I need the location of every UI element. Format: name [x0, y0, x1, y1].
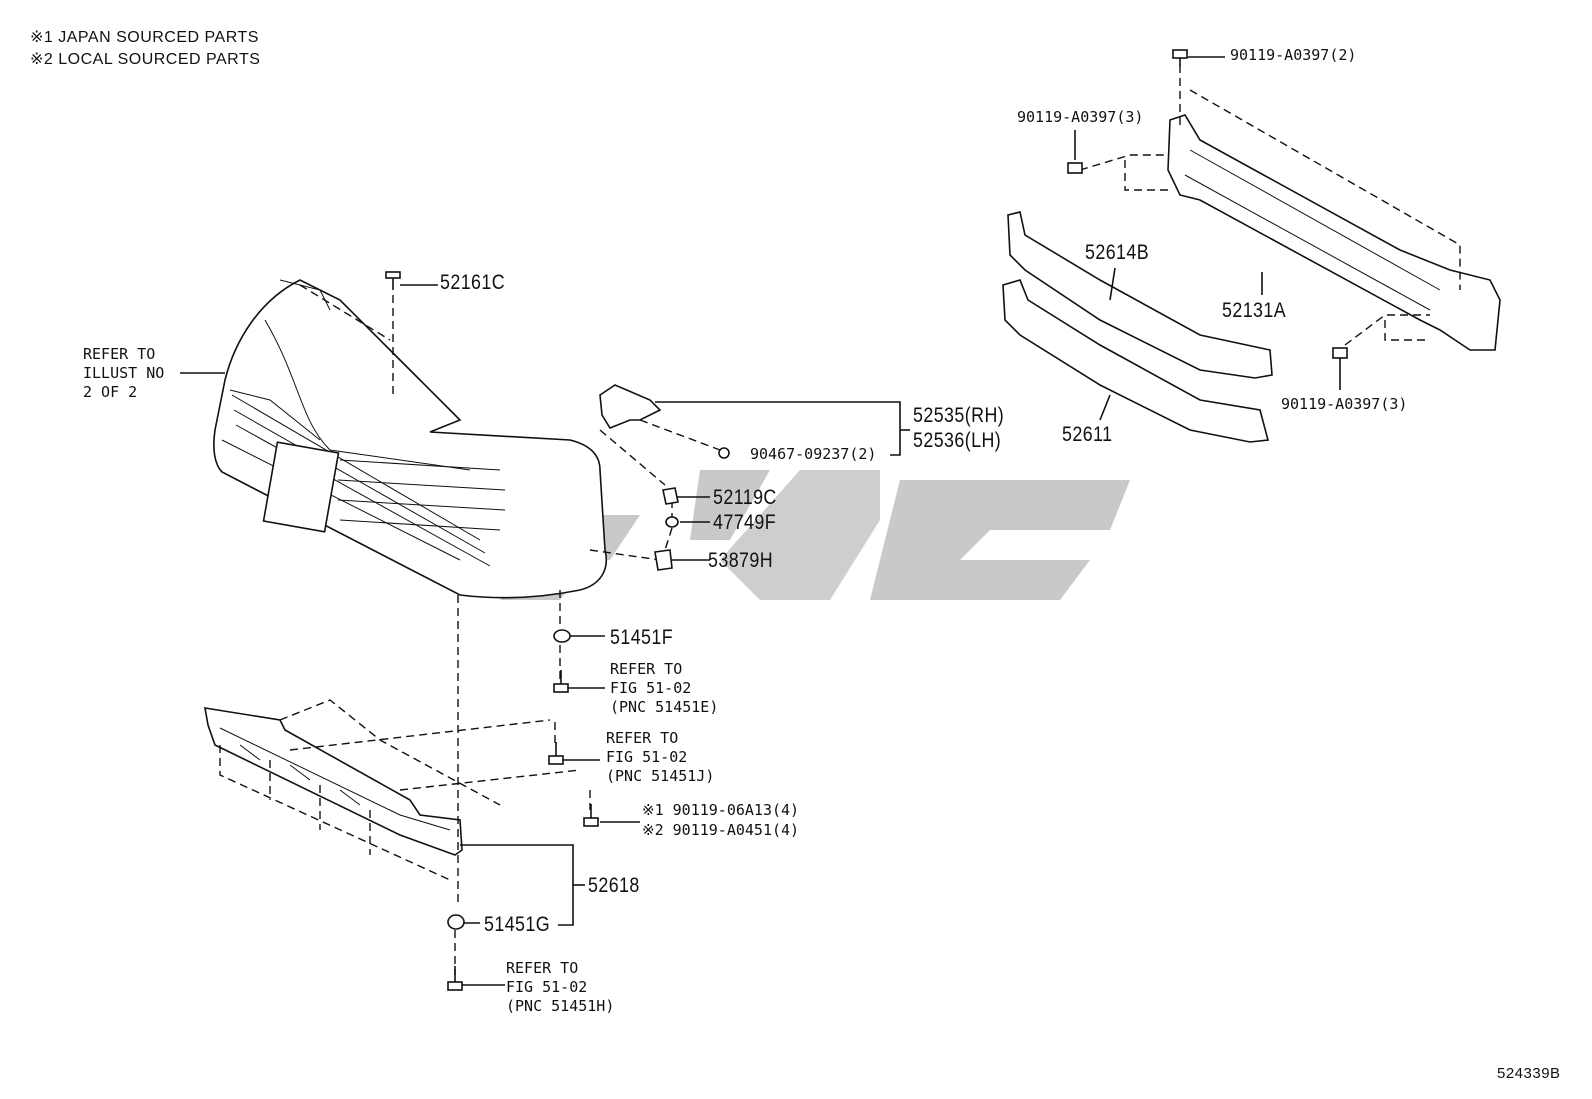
bolt-icon: [385, 271, 401, 290]
part-label-90119-A0397-left: 90119-A0397(3): [1017, 108, 1144, 126]
note-japan-sourced: ※1 JAPAN SOURCED PARTS: [30, 29, 259, 46]
clip-icon: [447, 914, 465, 930]
bumper-retainer: [1002, 279, 1270, 443]
part-label-90119-A0451: ※2 90119-A0451(4): [642, 821, 800, 839]
bumper-cover: [213, 279, 607, 599]
part-label-52161C: 52161C: [440, 271, 506, 294]
illustration-id: 524339B: [1497, 1065, 1561, 1082]
retainer-clip-icon: [654, 549, 673, 571]
screw-icon: [583, 804, 599, 827]
refer-illust-note: REFER TO ILLUST NO 2 OF 2: [83, 345, 165, 401]
engine-under-cover: [204, 707, 463, 856]
part-label-53879H: 53879H: [708, 549, 774, 572]
bolt-icon: [1332, 347, 1348, 359]
refer-fig-51451J: REFER TO FIG 51-02 (PNC 51451J): [606, 729, 715, 785]
bolt-icon: [1067, 162, 1083, 174]
part-label-90119-A0397-right: 90119-A0397(3): [1281, 395, 1408, 413]
part-label-52119C: 52119C: [713, 486, 777, 509]
bumper-reinforcement: [1167, 114, 1501, 351]
refer-fig-51451E: REFER TO FIG 51-02 (PNC 51451E): [610, 660, 719, 716]
part-label-52536: 52536(LH): [913, 429, 1002, 452]
clip-icon: [718, 447, 730, 459]
leader-lines: [180, 56, 1461, 986]
screw-icon: [548, 742, 564, 765]
bolt-icon: [1172, 49, 1188, 66]
screw-icon: [553, 670, 569, 693]
part-label-52618: 52618: [588, 874, 640, 897]
part-label-90467: 90467-09237(2): [750, 445, 877, 463]
note-local-sourced: ※2 LOCAL SOURCED PARTS: [30, 51, 261, 68]
part-label-90119-06A13: ※1 90119-06A13(4): [642, 801, 800, 819]
clip-nut-icon: [662, 487, 679, 505]
clip-icon: [553, 629, 571, 643]
part-label-52131A: 52131A: [1222, 299, 1287, 322]
part-label-52535: 52535(RH): [913, 404, 1005, 427]
part-label-47749F: 47749F: [713, 511, 777, 534]
bumper-energy-absorber: [1007, 211, 1273, 379]
part-label-51451G: 51451G: [484, 913, 551, 936]
part-label-51451F: 51451F: [610, 626, 674, 649]
washer-icon: [665, 516, 679, 528]
part-label-52614B: 52614B: [1085, 241, 1150, 264]
part-label-52611: 52611: [1062, 423, 1113, 446]
screw-icon: [447, 966, 463, 991]
part-label-90119-A0397-top: 90119-A0397(2): [1230, 46, 1357, 64]
refer-fig-51451H: REFER TO FIG 51-02 (PNC 51451H): [506, 959, 615, 1015]
bumper-side-bracket: [599, 384, 662, 429]
